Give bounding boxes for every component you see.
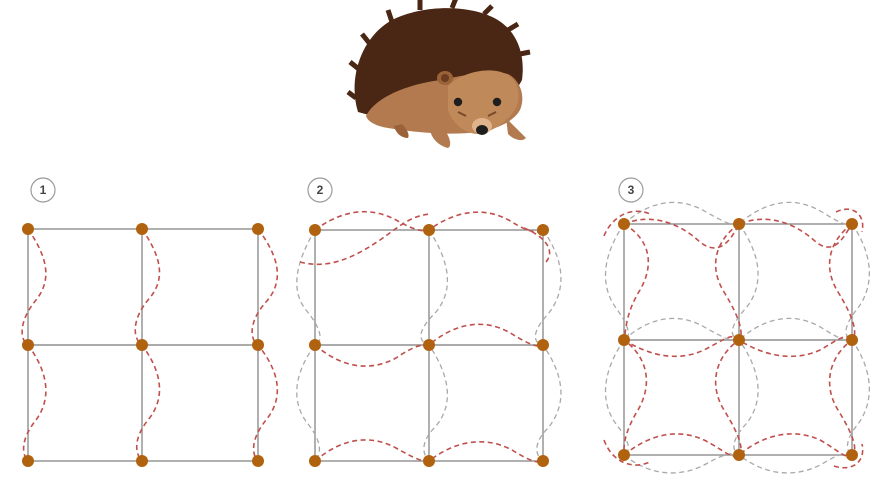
hedgehog-icon: [348, 0, 530, 148]
step-badge-2: 2: [308, 178, 332, 202]
step-number: 1: [40, 183, 47, 197]
panel-step-1: [22, 223, 277, 467]
panel-step-2: [297, 212, 561, 467]
step-number: 2: [317, 183, 324, 197]
panel-step-3: [604, 202, 869, 473]
step-badge-3: 3: [619, 178, 643, 202]
step-badge-1: 1: [31, 178, 55, 202]
step-number: 3: [628, 183, 635, 197]
